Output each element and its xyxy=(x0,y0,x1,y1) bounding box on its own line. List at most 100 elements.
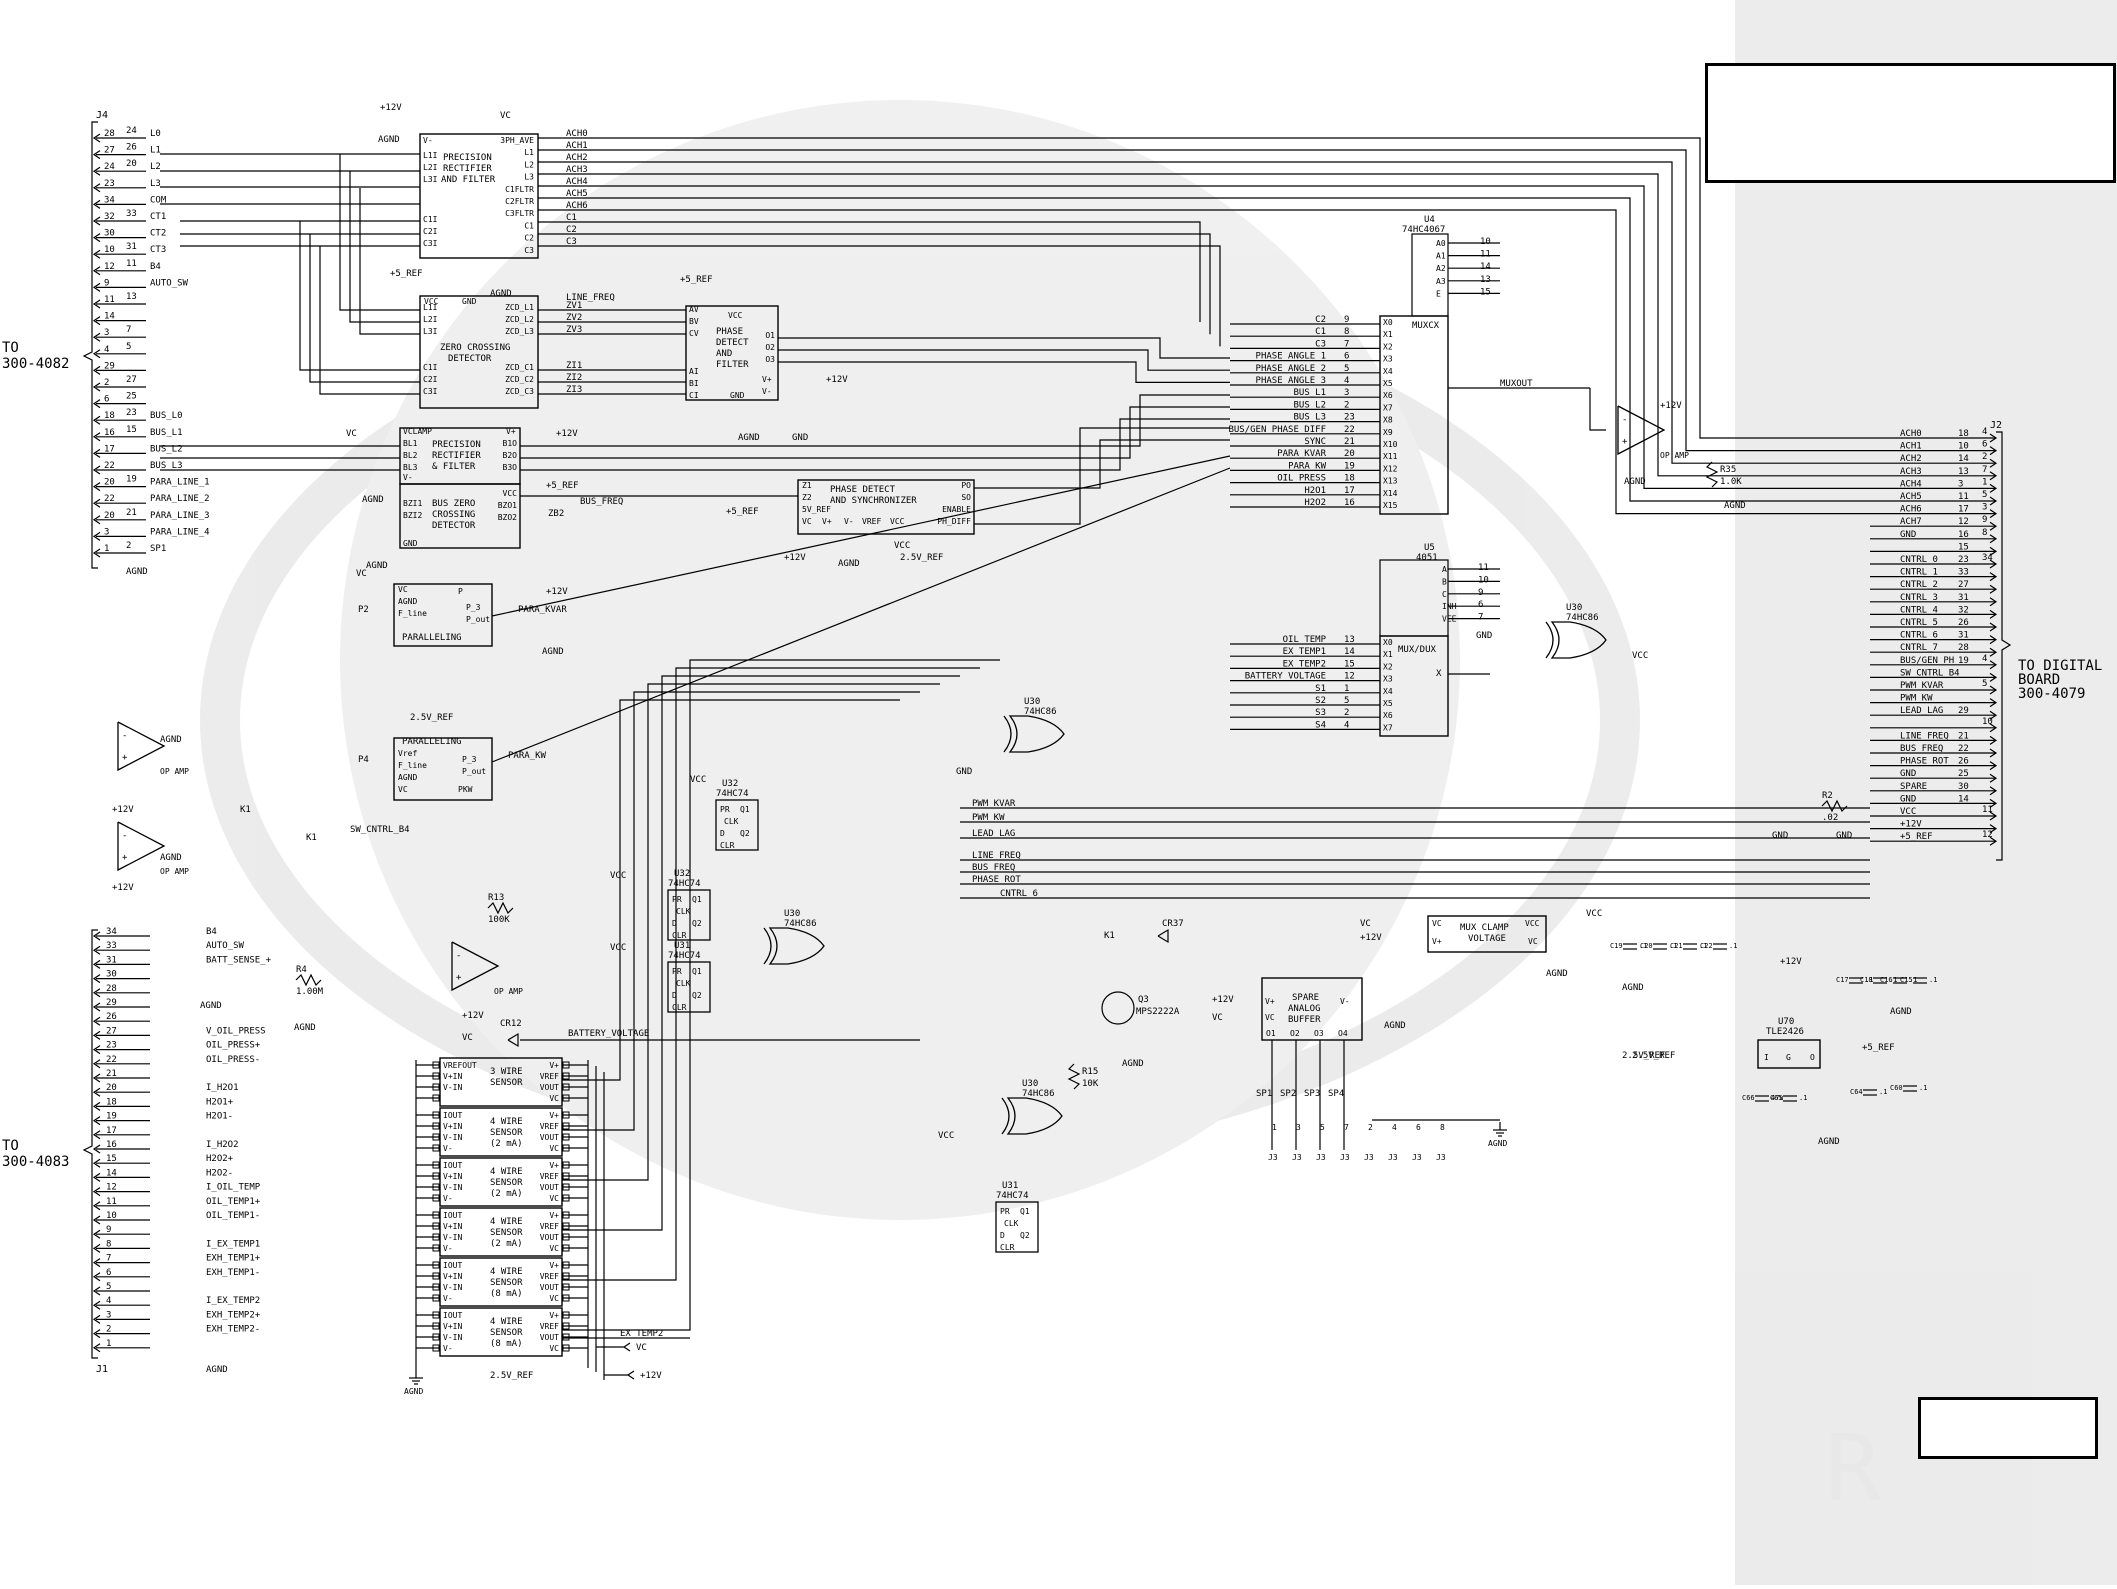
u4-addr-pin: E xyxy=(1436,289,1441,298)
pdf-pin-left: BV xyxy=(689,317,699,326)
jl-pin-number: 17 xyxy=(106,1126,117,1136)
u5-x-number: 4 xyxy=(1344,720,1349,730)
jl-row-arrow xyxy=(92,1229,101,1239)
zi-net-label: ZI3 xyxy=(566,385,582,395)
sensor-pin-right: VREF xyxy=(540,1322,559,1331)
cr37-diode xyxy=(1157,928,1169,944)
jl-pin-number: 26 xyxy=(106,1012,117,1022)
j4-pin-number: 22 xyxy=(104,461,115,471)
j4-pin-alt: 25 xyxy=(126,392,137,402)
jl-pin-number: 4 xyxy=(106,1296,111,1306)
wire-para-kw xyxy=(491,467,1231,763)
zcd-pin-right: ZCD_C2 xyxy=(505,375,534,384)
u5-input-label: S2 xyxy=(1315,696,1326,706)
j4-row-arrow xyxy=(92,183,101,193)
j4-signal-label: BUS_L2 xyxy=(150,444,183,454)
u4-input-label: PHASE_ANGLE_1 xyxy=(1256,352,1326,362)
sensor-pin-right: VC xyxy=(549,1144,559,1153)
j2-signal-label: BUS_FREQ xyxy=(1900,744,1943,754)
j2-pin-number: 30 xyxy=(1958,782,1969,792)
r2-value: .02 xyxy=(1822,813,1838,823)
sensor-3wire-pin-left: VREFOUT xyxy=(443,1061,477,1070)
q3-ref: Q3 xyxy=(1138,995,1149,1005)
u4-x-number: 7 xyxy=(1344,339,1349,349)
ff-u32-body xyxy=(715,799,759,851)
precision-rectifier-block: PRECISION RECTIFIER AND FILTER xyxy=(419,133,539,259)
sensor-pin-stub xyxy=(562,1233,570,1241)
sensor-pin-right: VOUT xyxy=(540,1283,559,1292)
xor-d-part: 74HC86 xyxy=(1566,613,1599,623)
sensor-3wire-pin-right: VOUT xyxy=(540,1083,559,1092)
j4-pin-number: 18 xyxy=(104,411,115,421)
sensor-pin-right: VREF xyxy=(540,1222,559,1231)
ff-u31b-pin: D xyxy=(1000,1231,1005,1240)
sensor-pin-left: IOUT xyxy=(443,1111,462,1120)
j4-row-arrow xyxy=(92,349,101,359)
u4-x-number: 23 xyxy=(1344,413,1355,423)
j2-row-arrow xyxy=(1989,798,1998,808)
jl-pin-number: 28 xyxy=(106,984,117,994)
sensor-pin-stub xyxy=(562,1244,570,1252)
opamp-left-1-label: OP AMP xyxy=(160,767,189,776)
sensor-pin-left: V+IN xyxy=(443,1222,462,1231)
spare-buffer-block: SPARE ANALOG BUFFER xyxy=(1261,977,1363,1041)
j2-row-arrow xyxy=(1989,723,1998,733)
power-label: VC xyxy=(462,1033,473,1043)
jl-pin-number: 5 xyxy=(106,1282,111,1292)
r13-value: 100K xyxy=(488,915,510,925)
jl-row-arrow xyxy=(92,1045,101,1055)
j4-signal-label: L1 xyxy=(150,146,161,156)
u5-ctrl-number: 11 xyxy=(1478,563,1489,573)
jl-pin-number: 33 xyxy=(106,941,117,951)
jl-row-arrow xyxy=(92,1314,101,1324)
bzc-pin-left: GND xyxy=(403,539,418,548)
prec-rect-pin-right: C1 xyxy=(524,221,534,230)
ach-net-label: ACH2 xyxy=(566,153,588,163)
phase-sync-block: PHASE DETECT AND SYNCHRONIZER xyxy=(797,479,975,535)
title-block-top xyxy=(1705,63,2116,183)
pdf-line-1: PHASE xyxy=(716,327,743,337)
j2-row-arrow xyxy=(1989,483,1998,493)
power-label: +12V xyxy=(546,587,568,597)
u5-label: MUX/DUX xyxy=(1398,645,1437,655)
psync-pin-left: Z2 xyxy=(802,493,812,502)
sensor-pin-right: VOUT xyxy=(540,1133,559,1142)
u5-x-pin: X1 xyxy=(1383,650,1393,659)
bzc-pin-right: VCC xyxy=(503,489,518,498)
wire-c-out xyxy=(538,233,1211,335)
ff-u31-body xyxy=(667,961,711,1013)
u5-ctrl-number: 9 xyxy=(1478,588,1483,598)
psync-vplus: V+ xyxy=(822,517,832,526)
prec-rect-pin-right: 3PH_AVE xyxy=(500,136,534,145)
jl-signal-label: H2O1- xyxy=(206,1112,233,1122)
j4-pin-alt: 15 xyxy=(126,425,137,435)
u4-input-label: PHASE_ANGLE_3 xyxy=(1256,376,1326,386)
jl-signal-label: EXH_TEMP1- xyxy=(206,1268,260,1278)
j2-pin-number: 33 xyxy=(1958,568,1969,578)
power-label: +12V xyxy=(1660,401,1682,411)
wire-c-out xyxy=(538,245,1221,347)
par-lower-pin-right: PKW xyxy=(458,785,473,794)
power-label: AGND xyxy=(838,559,860,569)
wire-ach xyxy=(538,173,1870,477)
jl-pin-number: 15 xyxy=(106,1154,117,1164)
jl-row-arrow xyxy=(92,1144,101,1154)
j2-row-arrow xyxy=(1989,559,1998,569)
j4-pin-alt: 31 xyxy=(126,242,137,252)
u5-x-number: 5 xyxy=(1344,696,1349,706)
to-digital-label-2: BOARD xyxy=(2018,672,2060,688)
psync-line-1: PHASE DETECT xyxy=(830,485,896,495)
zv-net-label: ZV1 xyxy=(566,301,582,311)
opamp-left-1-plus: + xyxy=(122,753,128,763)
j3-gnd-label: AGND xyxy=(1488,1139,1507,1148)
power-label: +12V xyxy=(462,1011,484,1021)
u4-addr-pin: A2 xyxy=(1436,264,1446,273)
zcd-pin-right: ZCD_C3 xyxy=(505,387,534,396)
pdf-pin-left: AV xyxy=(689,305,699,314)
sensor-4wire-line: (8 mA) xyxy=(490,1289,523,1299)
j2-pin-number: 10 xyxy=(1958,442,1969,452)
sensor-pin-stub xyxy=(432,1172,440,1180)
zcd-pins: L1IL2IL3IC1IC2IC3IZCD_L1ZCD_L2ZCD_L3ZCD_… xyxy=(423,297,534,396)
prec-rect-pin-right: L1 xyxy=(524,148,534,157)
par-upper-pin-right: P xyxy=(458,587,463,596)
